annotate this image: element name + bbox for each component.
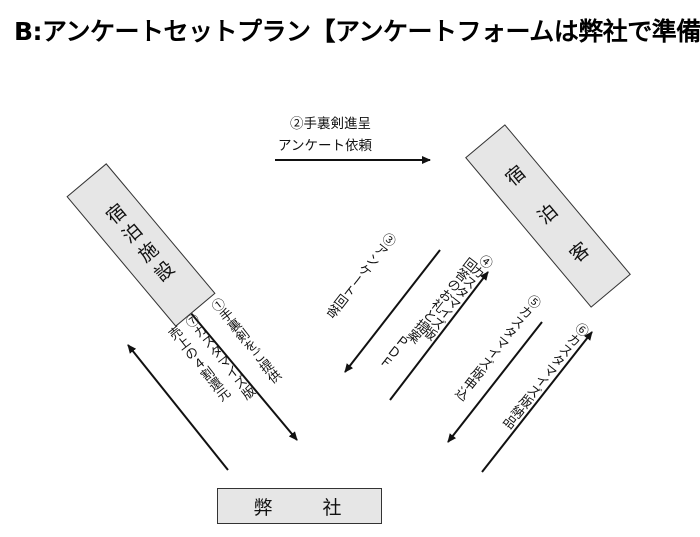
flow-2-label-line2: アンケート依頼: [278, 138, 372, 154]
flow-2-label-line1: ②手裏剣進呈: [290, 116, 371, 132]
arrow-customize-order: [447, 321, 543, 443]
page-title: B:アンケートセットプラン【アンケートフォームは弊社で準備】: [14, 17, 700, 46]
arrow-customize-delivery: [481, 331, 593, 473]
company-box: 弊 社: [217, 488, 382, 524]
arrow-revenue-share: [127, 344, 229, 471]
company-label: 弊 社: [253, 496, 346, 519]
arrow-proposal: [389, 271, 489, 401]
arrow-shuriken-provide: [189, 311, 298, 441]
arrow-guest-answer: [344, 249, 441, 373]
